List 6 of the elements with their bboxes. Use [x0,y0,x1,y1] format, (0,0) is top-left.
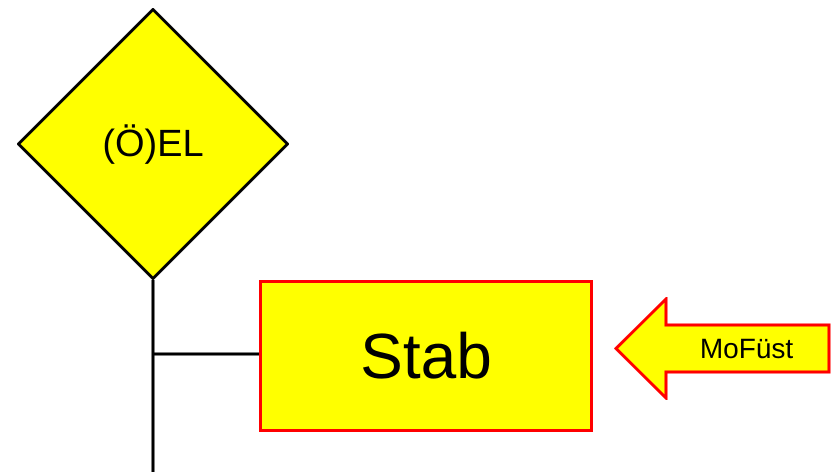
node-label: (Ö)EL [102,125,204,163]
node-label: Stab [360,324,492,388]
process-box [259,280,593,432]
block-arrow [614,297,831,400]
node-label: MoFüst [700,334,794,362]
decision-diamond [17,8,289,280]
